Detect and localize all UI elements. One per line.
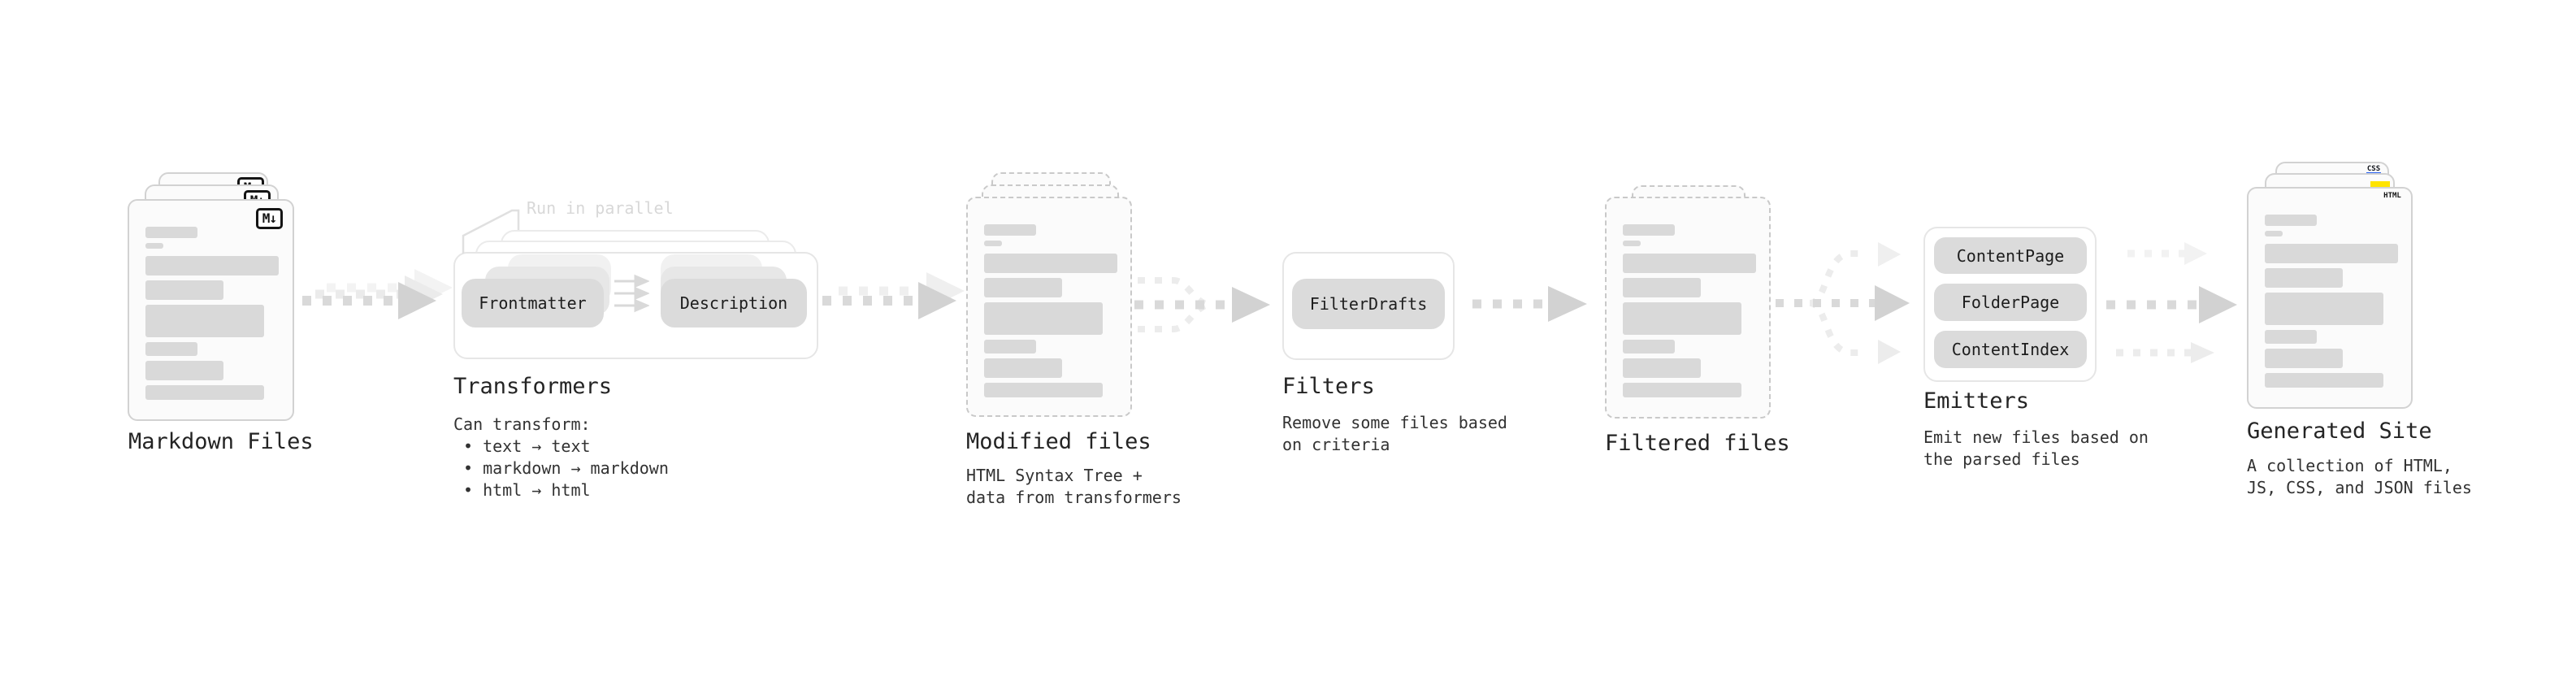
css-badge-label: CSS — [2366, 165, 2381, 173]
placeholder-bar — [1623, 241, 1641, 246]
placeholder-bar — [1623, 358, 1701, 378]
markdown-icon: M↓ — [255, 208, 283, 229]
document-placeholder-lines — [2249, 189, 2411, 407]
placeholder-bar — [984, 254, 1117, 273]
placeholder-bar — [984, 358, 1062, 378]
emitter-pill-folderpage: FolderPage — [1934, 284, 2087, 321]
placeholder-bar — [2265, 231, 2283, 236]
placeholder-bar — [145, 243, 163, 249]
stage-label-modified-files: Modified files — [966, 429, 1151, 454]
placeholder-bar — [145, 385, 264, 400]
flow-arrow-markdown-to-transformers — [302, 269, 453, 319]
placeholder-bar — [1623, 254, 1756, 273]
flow-arrow-transformers-to-modified — [822, 272, 965, 319]
transformer-pill-frontmatter: Frontmatter — [462, 279, 604, 327]
flow-arrow-filters-to-filtered — [1472, 286, 1587, 322]
stage-desc-generated-site: A collection of HTML, JS, CSS, and JSON … — [2247, 455, 2472, 499]
stage-label-generated-site: Generated Site — [2247, 419, 2432, 444]
filter-pill-filterdrafts: FilterDrafts — [1292, 279, 1445, 329]
placeholder-bar — [1623, 383, 1741, 397]
desc-line: Remove some files based — [1282, 413, 1507, 432]
desc-line: Emit new files based on — [1923, 427, 2149, 447]
placeholder-bar — [2265, 373, 2383, 388]
desc-bullet: • html → html — [463, 480, 591, 500]
stage-desc-transformers: Can transform: • text → text • markdown … — [453, 414, 669, 501]
placeholder-bar — [145, 305, 264, 337]
flow-arrow-filtered-to-emitters — [1776, 242, 1910, 364]
run-in-parallel-connector — [462, 209, 520, 254]
placeholder-bar — [2265, 244, 2398, 263]
desc-line: Can transform: — [453, 414, 591, 434]
placeholder-bar — [984, 302, 1103, 335]
transformer-pill-description: Description — [661, 279, 807, 327]
file-card — [1605, 197, 1771, 419]
emitter-pill-contentpage: ContentPage — [1934, 237, 2087, 274]
stage-desc-filters: Remove some files based on criteria — [1282, 412, 1507, 456]
placeholder-bar — [984, 224, 1036, 236]
run-in-parallel-note: Run in parallel — [527, 198, 674, 218]
placeholder-bar — [145, 256, 279, 275]
stage-label-transformers: Transformers — [453, 374, 613, 399]
placeholder-bar — [2265, 293, 2383, 325]
desc-line: A collection of HTML, — [2247, 456, 2452, 475]
placeholder-bar — [984, 383, 1103, 397]
desc-line: the parsed files — [1923, 449, 2080, 469]
placeholder-bar — [145, 280, 223, 300]
stage-label-filtered-files: Filtered files — [1605, 431, 1790, 456]
placeholder-bar — [1623, 302, 1741, 335]
placeholder-bar — [984, 241, 1002, 246]
file-card: HTML 5 — [2247, 187, 2413, 409]
placeholder-bar — [1623, 340, 1675, 354]
placeholder-bar — [984, 340, 1036, 354]
parallel-arrows-icon — [614, 274, 649, 313]
placeholder-bar — [145, 342, 197, 356]
desc-line: data from transformers — [966, 488, 1182, 507]
placeholder-bar — [2265, 268, 2343, 288]
flow-arrow-emitters-to-generated — [2106, 242, 2237, 363]
stage-label-markdown-files: Markdown Files — [128, 429, 314, 454]
document-placeholder-lines — [129, 201, 293, 419]
placeholder-bar — [2265, 349, 2343, 368]
file-card: M↓ — [128, 199, 294, 421]
desc-bullet: • markdown → markdown — [463, 458, 669, 478]
desc-line: HTML Syntax Tree + — [966, 466, 1143, 485]
document-placeholder-lines — [968, 198, 1130, 415]
placeholder-bar — [984, 278, 1062, 297]
desc-bullet: • text → text — [463, 436, 591, 456]
desc-line: JS, CSS, and JSON files — [2247, 478, 2472, 497]
stage-label-emitters: Emitters — [1923, 388, 2030, 414]
placeholder-bar — [2265, 215, 2317, 226]
desc-line: on criteria — [1282, 435, 1390, 454]
placeholder-bar — [145, 361, 223, 380]
stage-desc-modified-files: HTML Syntax Tree + data from transformer… — [966, 465, 1182, 509]
stage-label-filters: Filters — [1282, 374, 1375, 399]
html5-icon: HTML 5 — [2382, 192, 2403, 200]
js-badge — [2370, 181, 2390, 190]
placeholder-bar — [1623, 224, 1675, 236]
stage-desc-emitters: Emit new files based on the parsed files — [1923, 427, 2149, 471]
emitter-pill-contentindex: ContentIndex — [1934, 331, 2087, 368]
flow-arrow-modified-to-filters — [1134, 277, 1270, 332]
file-card — [966, 197, 1132, 417]
html5-label: HTML — [2383, 192, 2401, 200]
placeholder-bar — [2265, 330, 2317, 344]
document-placeholder-lines — [1607, 198, 1769, 417]
placeholder-bar — [1623, 278, 1701, 297]
placeholder-bar — [145, 227, 197, 238]
